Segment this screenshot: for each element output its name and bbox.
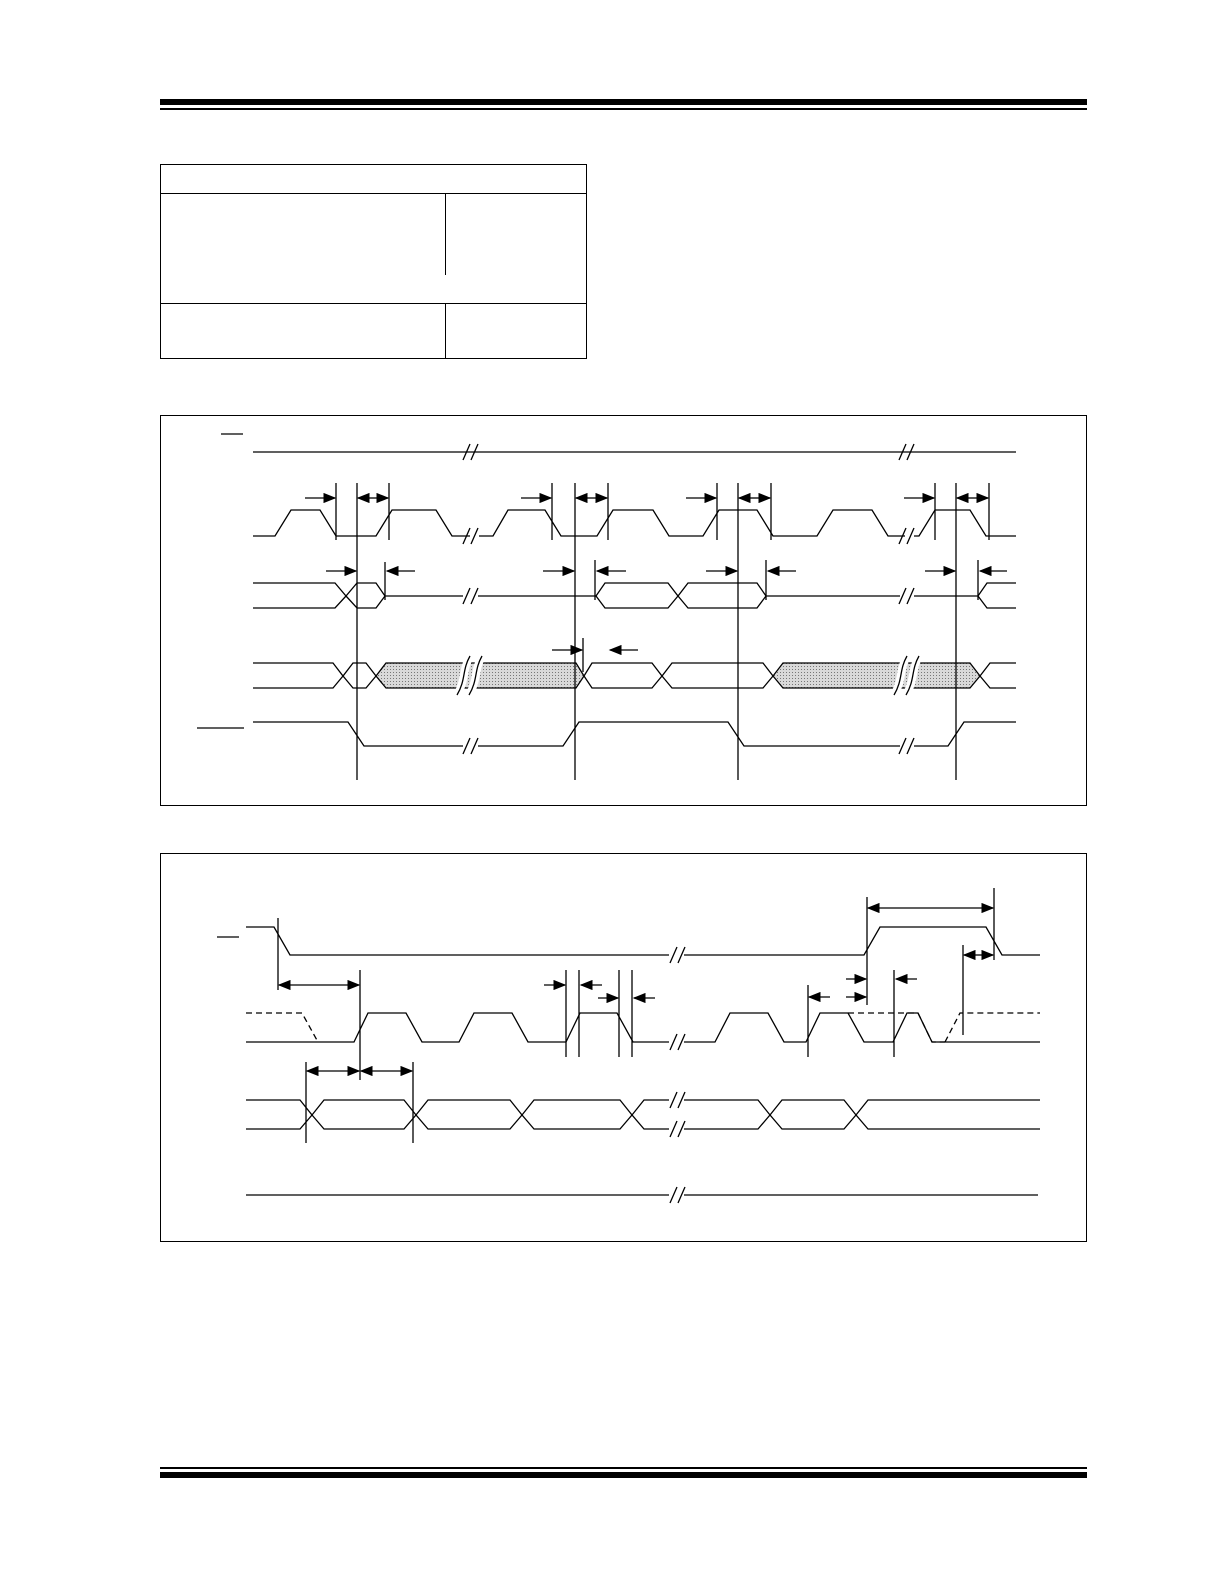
fig2-reference-lines (277, 888, 995, 1143)
table-column-divider-2 (445, 303, 446, 359)
header-rule-thick (160, 99, 1087, 105)
fig2-signal-cs (246, 926, 1040, 964)
fig1-signal-cs (253, 443, 1016, 461)
table-column-divider-1 (445, 193, 446, 275)
fig1-signal-data-in (253, 582, 1016, 609)
fig2-signal-clock (246, 1012, 1040, 1051)
fig1-timing-arrows (305, 492, 1007, 656)
footer-rule-thick (160, 1472, 1087, 1478)
fig2-signal-data-in (246, 1091, 1040, 1138)
spec-table (160, 164, 587, 359)
timing-figure-2 (160, 853, 1087, 1242)
footer-rule-thin (160, 1467, 1087, 1469)
table-row-divider (161, 303, 586, 304)
header-rule-thin (160, 108, 1087, 110)
fig2-timing-arrows (277, 902, 995, 1077)
fig1-signal-clock (253, 509, 1016, 545)
fig1-reference-lines (335, 483, 990, 780)
timing-figure-1 (160, 415, 1087, 806)
fig2-signal-data-out (246, 1186, 1038, 1204)
table-header-row (161, 165, 586, 194)
fig1-signal-data-out (253, 654, 1016, 698)
fig1-signal-strobe (197, 721, 1016, 755)
